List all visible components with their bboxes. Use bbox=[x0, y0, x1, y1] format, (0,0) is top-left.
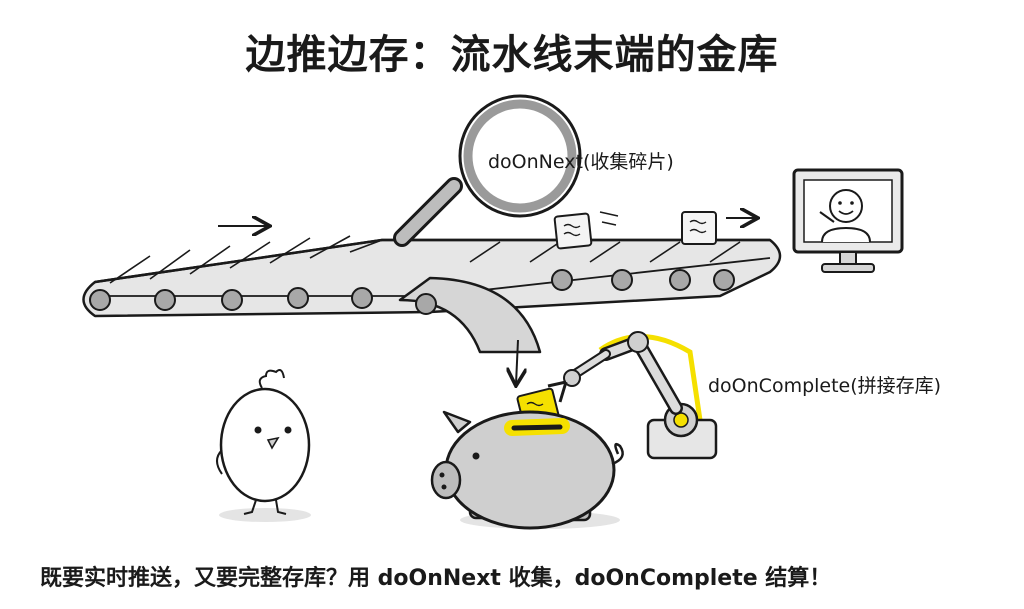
bottom-caption: 既要实时推送，又要完整存库？用 doOnNext 收集，doOnComplete… bbox=[40, 566, 832, 591]
robot-arm-icon bbox=[547, 331, 718, 460]
conveyor-belt bbox=[82, 226, 782, 354]
data-card-icon bbox=[553, 211, 619, 250]
piggy-bank-icon bbox=[430, 410, 624, 530]
data-card-icon bbox=[681, 212, 756, 245]
page-title: 边推边存：流水线末端的金库 bbox=[245, 32, 779, 78]
belt-rollers bbox=[89, 269, 735, 315]
chick-icon bbox=[216, 369, 311, 522]
on-complete-label: doOnComplete(拼接存库) bbox=[708, 375, 941, 397]
monitor-icon bbox=[792, 168, 904, 273]
magnifier-icon bbox=[393, 94, 582, 247]
on-next-label: doOnNext(收集碎片) bbox=[488, 151, 674, 173]
